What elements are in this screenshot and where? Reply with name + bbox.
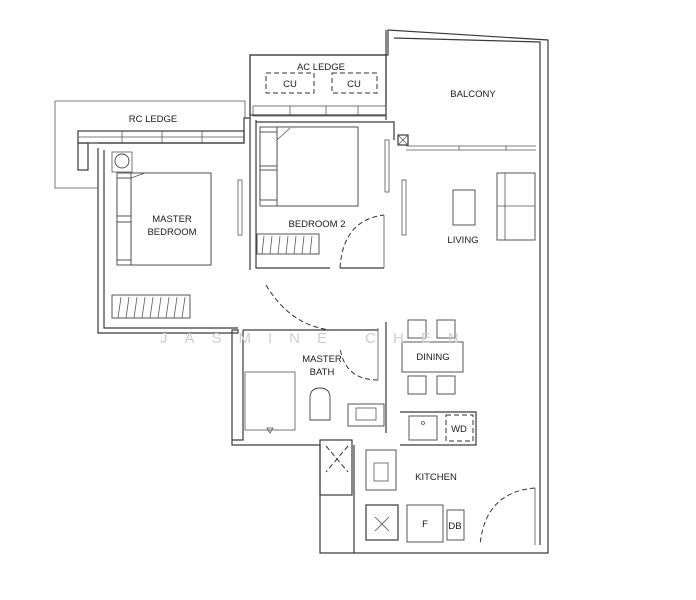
- rc-ledge: RC LEDGE: [54, 100, 246, 189]
- master-bath-label-1: MASTER: [302, 354, 342, 365]
- dining-chair: [436, 319, 456, 339]
- balcony-label: BALCONY: [450, 89, 496, 100]
- dining-chair: [436, 375, 456, 395]
- hob: [365, 449, 397, 491]
- balcony: BALCONY: [406, 89, 536, 151]
- sink: [408, 415, 438, 441]
- dining-table: [401, 341, 464, 373]
- bath-door-swing: [265, 284, 331, 331]
- wd-label: WD: [451, 424, 467, 435]
- cu-label-right: CU: [347, 79, 361, 90]
- watermark: JASMINE CHEN: [160, 330, 476, 347]
- toilet: [309, 387, 331, 421]
- master-wardrobe: [111, 294, 191, 319]
- db-label: DB: [448, 521, 461, 532]
- coffee-table: [452, 189, 476, 226]
- storage-box: [365, 504, 399, 541]
- household-shelter: [319, 439, 353, 496]
- entrance-door-swing: [479, 487, 536, 546]
- bedroom-2-label: BEDROOM 2: [288, 219, 345, 230]
- master-bath: MASTER BATH: [243, 284, 387, 434]
- kitchen-label: KITCHEN: [415, 472, 457, 483]
- washing-point-icon: [114, 153, 130, 169]
- sofa: [496, 172, 536, 241]
- washer-dryer: [445, 414, 474, 442]
- dining-label: DINING: [416, 352, 449, 363]
- master-bedroom: MASTER BEDROOM: [111, 151, 243, 319]
- living-label: LIVING: [447, 235, 478, 246]
- dining-chair: [407, 375, 427, 395]
- master-bath-label-2: BATH: [310, 367, 335, 378]
- fridge: [406, 504, 444, 543]
- ac-ledge: AC LEDGE CU CU: [249, 54, 387, 117]
- rc-ledge-label: RC LEDGE: [129, 114, 178, 125]
- dining: DINING: [401, 319, 464, 395]
- outer-walls: [97, 29, 549, 554]
- fridge-label: F: [422, 519, 428, 530]
- db-box: [446, 509, 465, 541]
- shower-area: [244, 371, 296, 431]
- cu-label-left: CU: [283, 79, 297, 90]
- master-bedroom-label-1: MASTER: [152, 214, 192, 225]
- dining-chair: [407, 319, 427, 339]
- cu-unit-right: [331, 72, 378, 94]
- cu-unit-left: [265, 72, 315, 94]
- bedroom-2: BEDROOM 2: [249, 118, 395, 270]
- living: LIVING: [397, 134, 536, 246]
- master-bedroom-label-2: BEDROOM: [147, 227, 196, 238]
- ac-ledge-label: AC LEDGE: [297, 62, 345, 73]
- vanity: [347, 403, 385, 427]
- kitchen: WD F DB KITCHEN: [319, 411, 536, 546]
